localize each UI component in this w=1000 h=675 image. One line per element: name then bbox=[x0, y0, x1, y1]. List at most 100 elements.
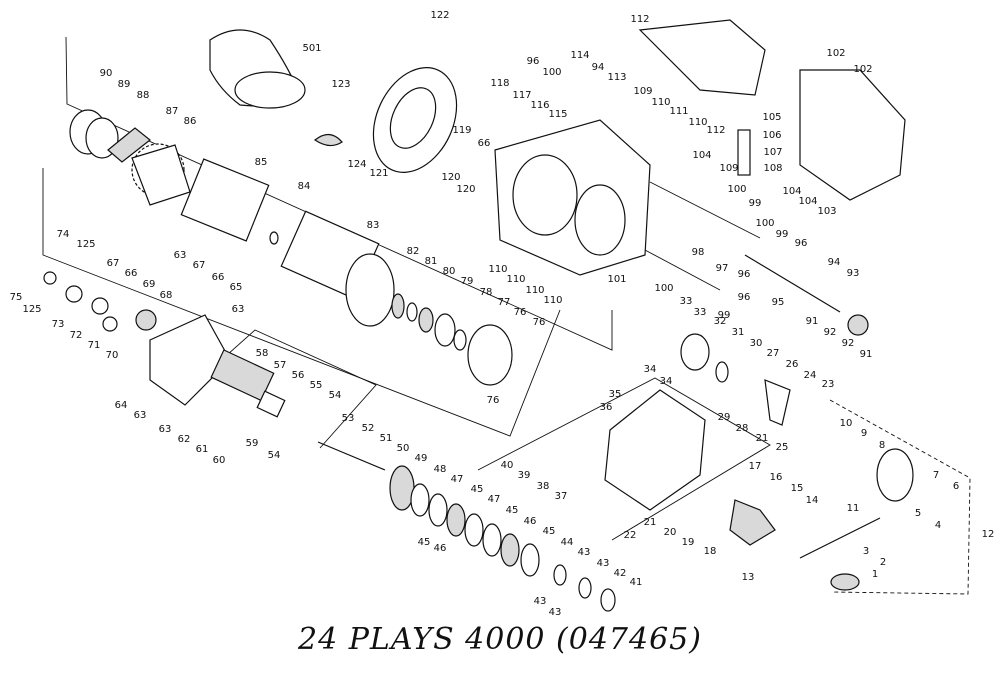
part-callout-8: 8 bbox=[879, 440, 885, 451]
part-callout-19: 19 bbox=[682, 537, 695, 548]
part-101-frame-ring bbox=[574, 184, 626, 256]
part-callout-66: 66 bbox=[125, 268, 138, 279]
part-callout-99: 99 bbox=[718, 310, 731, 321]
part-callout-45: 45 bbox=[543, 526, 556, 537]
part-callout-52: 52 bbox=[362, 423, 375, 434]
part-callout-6: 6 bbox=[953, 481, 959, 492]
part-callout-102: 102 bbox=[826, 48, 845, 59]
part-callout-13: 13 bbox=[742, 572, 755, 583]
part-callout-47: 47 bbox=[451, 474, 464, 485]
exploded-parts-diagram: 1234567891011121314151617181920212122232… bbox=[10, 10, 995, 618]
part-callout-100: 100 bbox=[727, 184, 746, 195]
spool-parts bbox=[43, 271, 286, 418]
part-callout-99: 99 bbox=[776, 229, 789, 240]
part-callout-100: 100 bbox=[542, 67, 561, 78]
part-callout-39: 39 bbox=[518, 470, 531, 481]
part-callout-110: 110 bbox=[506, 274, 525, 285]
part-callout-67: 67 bbox=[107, 258, 120, 269]
part-callout-92: 92 bbox=[824, 327, 837, 338]
part-callout-24: 24 bbox=[804, 370, 817, 381]
part-callout-46: 46 bbox=[434, 543, 447, 554]
part-callout-33: 33 bbox=[694, 307, 707, 318]
part-121-window bbox=[389, 87, 437, 149]
part-callout-67: 67 bbox=[193, 260, 206, 271]
part-95-worm-shaft bbox=[744, 254, 841, 313]
part-callout-68: 68 bbox=[160, 290, 173, 301]
part-48-disc bbox=[410, 483, 430, 517]
part-callout-122: 122 bbox=[430, 10, 449, 21]
part-callout-78: 78 bbox=[480, 287, 493, 298]
frame-rail-bottom bbox=[644, 249, 721, 291]
part-callout-96: 96 bbox=[795, 238, 808, 249]
part-callout-75: 75 bbox=[10, 292, 23, 303]
part-callout-125: 125 bbox=[22, 304, 41, 315]
part-callout-118: 118 bbox=[490, 78, 509, 89]
part-callout-18: 18 bbox=[704, 546, 717, 557]
part-31-bearing bbox=[680, 333, 710, 371]
part-callout-76: 76 bbox=[533, 317, 546, 328]
part-callout-10: 10 bbox=[840, 418, 853, 429]
part-124-cap bbox=[313, 133, 343, 147]
motor-parts bbox=[69, 109, 513, 386]
part-callout-114: 114 bbox=[570, 50, 589, 61]
part-callout-43: 43 bbox=[549, 607, 562, 618]
part-callout-63: 63 bbox=[174, 250, 187, 261]
part-callout-26: 26 bbox=[786, 359, 799, 370]
part-81-washer bbox=[406, 302, 418, 322]
part-callout-70: 70 bbox=[106, 350, 119, 361]
part-callout-111: 111 bbox=[669, 106, 688, 117]
part-56-cylinder bbox=[256, 390, 286, 418]
part-77-sideplate bbox=[467, 324, 513, 386]
part-callout-32: 32 bbox=[714, 316, 727, 327]
part-callout-48: 48 bbox=[434, 464, 447, 475]
part-callout-65: 65 bbox=[230, 282, 243, 293]
part-callout-72: 72 bbox=[70, 330, 83, 341]
part-72-ring bbox=[102, 316, 118, 332]
part-callout-55: 55 bbox=[310, 380, 323, 391]
frame-clutch-group bbox=[477, 377, 771, 541]
part-callout-45: 45 bbox=[471, 484, 484, 495]
part-callout-34: 34 bbox=[644, 364, 657, 375]
part-callout-92: 92 bbox=[842, 338, 855, 349]
part-callout-95: 95 bbox=[772, 297, 785, 308]
part-callout-110: 110 bbox=[525, 285, 544, 296]
part-callout-25: 25 bbox=[776, 442, 789, 453]
part-callout-35: 35 bbox=[609, 389, 622, 400]
part-callout-119: 119 bbox=[452, 125, 471, 136]
part-103-side-cover bbox=[799, 69, 906, 201]
part-1-grip bbox=[830, 573, 860, 591]
part-83-spool-end bbox=[345, 253, 395, 327]
part-callout-82: 82 bbox=[407, 246, 420, 257]
part-callout-62: 62 bbox=[178, 434, 191, 445]
part-42-washer bbox=[578, 577, 592, 599]
clutch-parts bbox=[604, 333, 914, 591]
housing-parts bbox=[209, 19, 906, 336]
part-callout-93: 93 bbox=[847, 268, 860, 279]
part-callout-104: 104 bbox=[782, 186, 801, 197]
part-callout-110: 110 bbox=[543, 295, 562, 306]
part-callout-106: 106 bbox=[762, 130, 781, 141]
part-callout-56: 56 bbox=[292, 370, 305, 381]
part-callout-79: 79 bbox=[461, 276, 474, 287]
part-callout-58: 58 bbox=[256, 348, 269, 359]
part-64-sideplate bbox=[149, 314, 231, 406]
part-callout-96: 96 bbox=[527, 56, 540, 67]
part-93-gear bbox=[847, 314, 869, 336]
part-callout-59: 59 bbox=[246, 438, 259, 449]
part-callout-63: 63 bbox=[134, 410, 147, 421]
part-callout-54: 54 bbox=[268, 450, 281, 461]
part-callout-120: 120 bbox=[441, 172, 460, 183]
part-callout-69: 69 bbox=[143, 279, 156, 290]
part-73-ring bbox=[91, 297, 109, 315]
part-callout-22: 22 bbox=[624, 530, 637, 541]
part-30-ring bbox=[715, 361, 729, 383]
part-callout-15: 15 bbox=[791, 483, 804, 494]
part-callout-53: 53 bbox=[342, 413, 355, 424]
part-callout-20: 20 bbox=[664, 527, 677, 538]
part-callout-45: 45 bbox=[418, 537, 431, 548]
part-callout-38: 38 bbox=[537, 481, 550, 492]
part-callout-77: 77 bbox=[498, 297, 511, 308]
part-callout-2: 2 bbox=[880, 557, 886, 568]
part-13-star-drag bbox=[729, 499, 776, 546]
part-callout-104: 104 bbox=[692, 150, 711, 161]
